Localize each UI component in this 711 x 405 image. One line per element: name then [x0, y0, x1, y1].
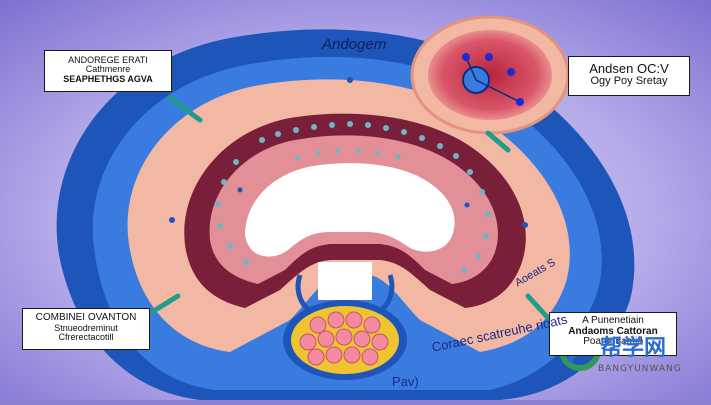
lumen: [245, 163, 455, 257]
teal-dots: [215, 121, 491, 273]
label-bottom-left-line1: COMBINEI OVANTON: [35, 312, 137, 323]
label-bottom-left-line3: Cfrerectacotill: [58, 331, 114, 342]
label-bottom-center: Pav): [392, 374, 419, 389]
label-box-top-left: ANDOREGE ERATI Cathmenre SEAPHETHGS AGVA: [44, 50, 172, 92]
label-top-center: Andogem: [322, 36, 387, 53]
pointer-lines: [149, 95, 551, 321]
label-top-left-line3: SEAPHETHGS AGVA: [63, 73, 153, 84]
neck-edge-left: [295, 274, 314, 315]
label-box-bottom-left: COMBINEI OVANTON Stnueodreminut Cfrerect…: [22, 308, 150, 350]
label-bottom-left-line2: Stnueodreminut: [54, 322, 118, 333]
label-bottom-right-line2: Andaoms Cattoran: [568, 325, 658, 337]
inset-detail: [410, 15, 570, 135]
lumen-neck: [318, 262, 372, 300]
label-top-left-line2: Cathmenre: [85, 64, 131, 75]
label-box-bottom-right: A Punenetiain Andaoms Cattoran Poarendam…: [549, 312, 677, 356]
bottom-mass: [283, 300, 407, 380]
watermark-glyphs: 帮学网: [600, 336, 667, 361]
label-top-right-line2: Ogy Poy Sretay: [590, 74, 668, 87]
label-bottom-right-line1: A Punenetiain: [582, 315, 644, 326]
blue-dots: [169, 77, 528, 228]
label-top-right-line1: Andsen OC:V: [589, 61, 669, 76]
label-bottom-right-line3: Poarendamid: [583, 336, 643, 347]
neck-edge-right: [376, 274, 395, 315]
watermark-text: BANGYUNWANG: [598, 364, 682, 374]
label-box-top-right: Andsen OC:V Ogy Poy Sretay: [568, 56, 690, 96]
label-top-left-line1: ANDOREGE ERATI: [68, 55, 148, 65]
